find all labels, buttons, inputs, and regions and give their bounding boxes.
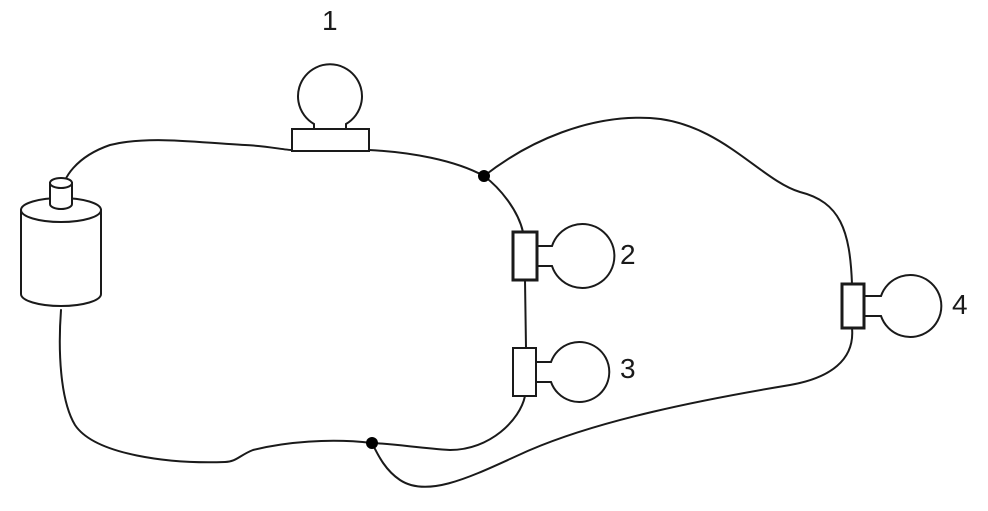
wire-junction-top-to-bulb2 — [483, 175, 524, 233]
bulb-3 — [512, 341, 611, 403]
bulb-2 — [511, 223, 616, 289]
junction-bottom — [366, 437, 378, 449]
wire-bulb4-to-junction-bottom — [371, 327, 854, 488]
wire-battery-top-to-bulb1 — [61, 139, 293, 197]
bulb-4-label: 4 — [952, 289, 968, 320]
wire-bulb2-to-bulb3 — [524, 279, 527, 349]
bulb-1 — [291, 63, 370, 152]
bulb-4 — [840, 274, 943, 338]
wire-junction-bottom-to-battery — [58, 309, 373, 464]
wire-bulb3-to-junction-bottom — [371, 395, 526, 451]
bulb-1-label: 1 — [322, 5, 338, 36]
bulb-3-label: 3 — [620, 353, 636, 384]
junction-top — [478, 170, 490, 182]
wire-bulb1-to-junction-top — [368, 149, 485, 177]
battery — [20, 177, 102, 307]
wire-junction-top-to-bulb4 — [483, 116, 853, 285]
bulb-2-label: 2 — [620, 239, 636, 270]
